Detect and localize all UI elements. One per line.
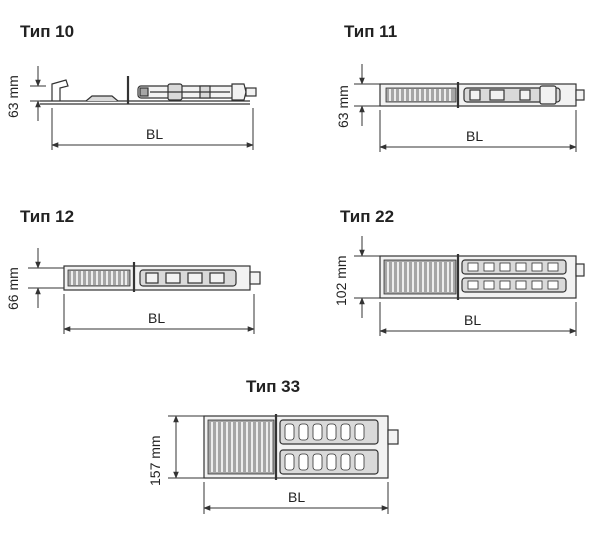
panel-title: Тип 12 [20, 207, 74, 226]
height-dimension [30, 66, 46, 121]
width-label: BL [288, 489, 305, 505]
radiator-drawing [379, 254, 585, 300]
width-dimension [379, 302, 577, 336]
height-dimension [168, 415, 204, 479]
panel-type-10: Тип 10 63 mm [5, 22, 257, 150]
width-dimension [203, 482, 389, 514]
radiator-drawing [63, 262, 261, 292]
radiator-drawing [379, 82, 585, 108]
height-label: 66 mm [5, 267, 21, 310]
panel-title: Тип 33 [246, 377, 300, 396]
radiator-drawing [40, 76, 257, 105]
panel-type-11: Тип 11 6 [335, 22, 585, 152]
width-label: BL [146, 126, 163, 142]
width-dimension [379, 110, 577, 152]
width-dimension [63, 294, 255, 334]
height-dimension [354, 64, 380, 126]
radiator-drawing [203, 414, 399, 480]
panel-title: Тип 11 [344, 22, 397, 41]
panel-type-22: Тип 22 [333, 207, 585, 336]
width-label: BL [466, 128, 483, 144]
height-label: 157 mm [147, 435, 163, 486]
panel-type-12: Тип 12 66 mm [5, 207, 261, 334]
width-dimension [51, 108, 254, 150]
height-label: 102 mm [333, 255, 349, 306]
height-dimension [28, 248, 64, 308]
height-dimension [354, 236, 380, 318]
panel-type-33: Тип 33 [147, 377, 399, 514]
height-label: 63 mm [335, 85, 351, 128]
panel-title: Тип 22 [340, 207, 394, 226]
width-label: BL [148, 310, 165, 326]
width-label: BL [464, 312, 481, 328]
height-label: 63 mm [5, 75, 21, 118]
panel-title: Тип 10 [20, 22, 74, 41]
